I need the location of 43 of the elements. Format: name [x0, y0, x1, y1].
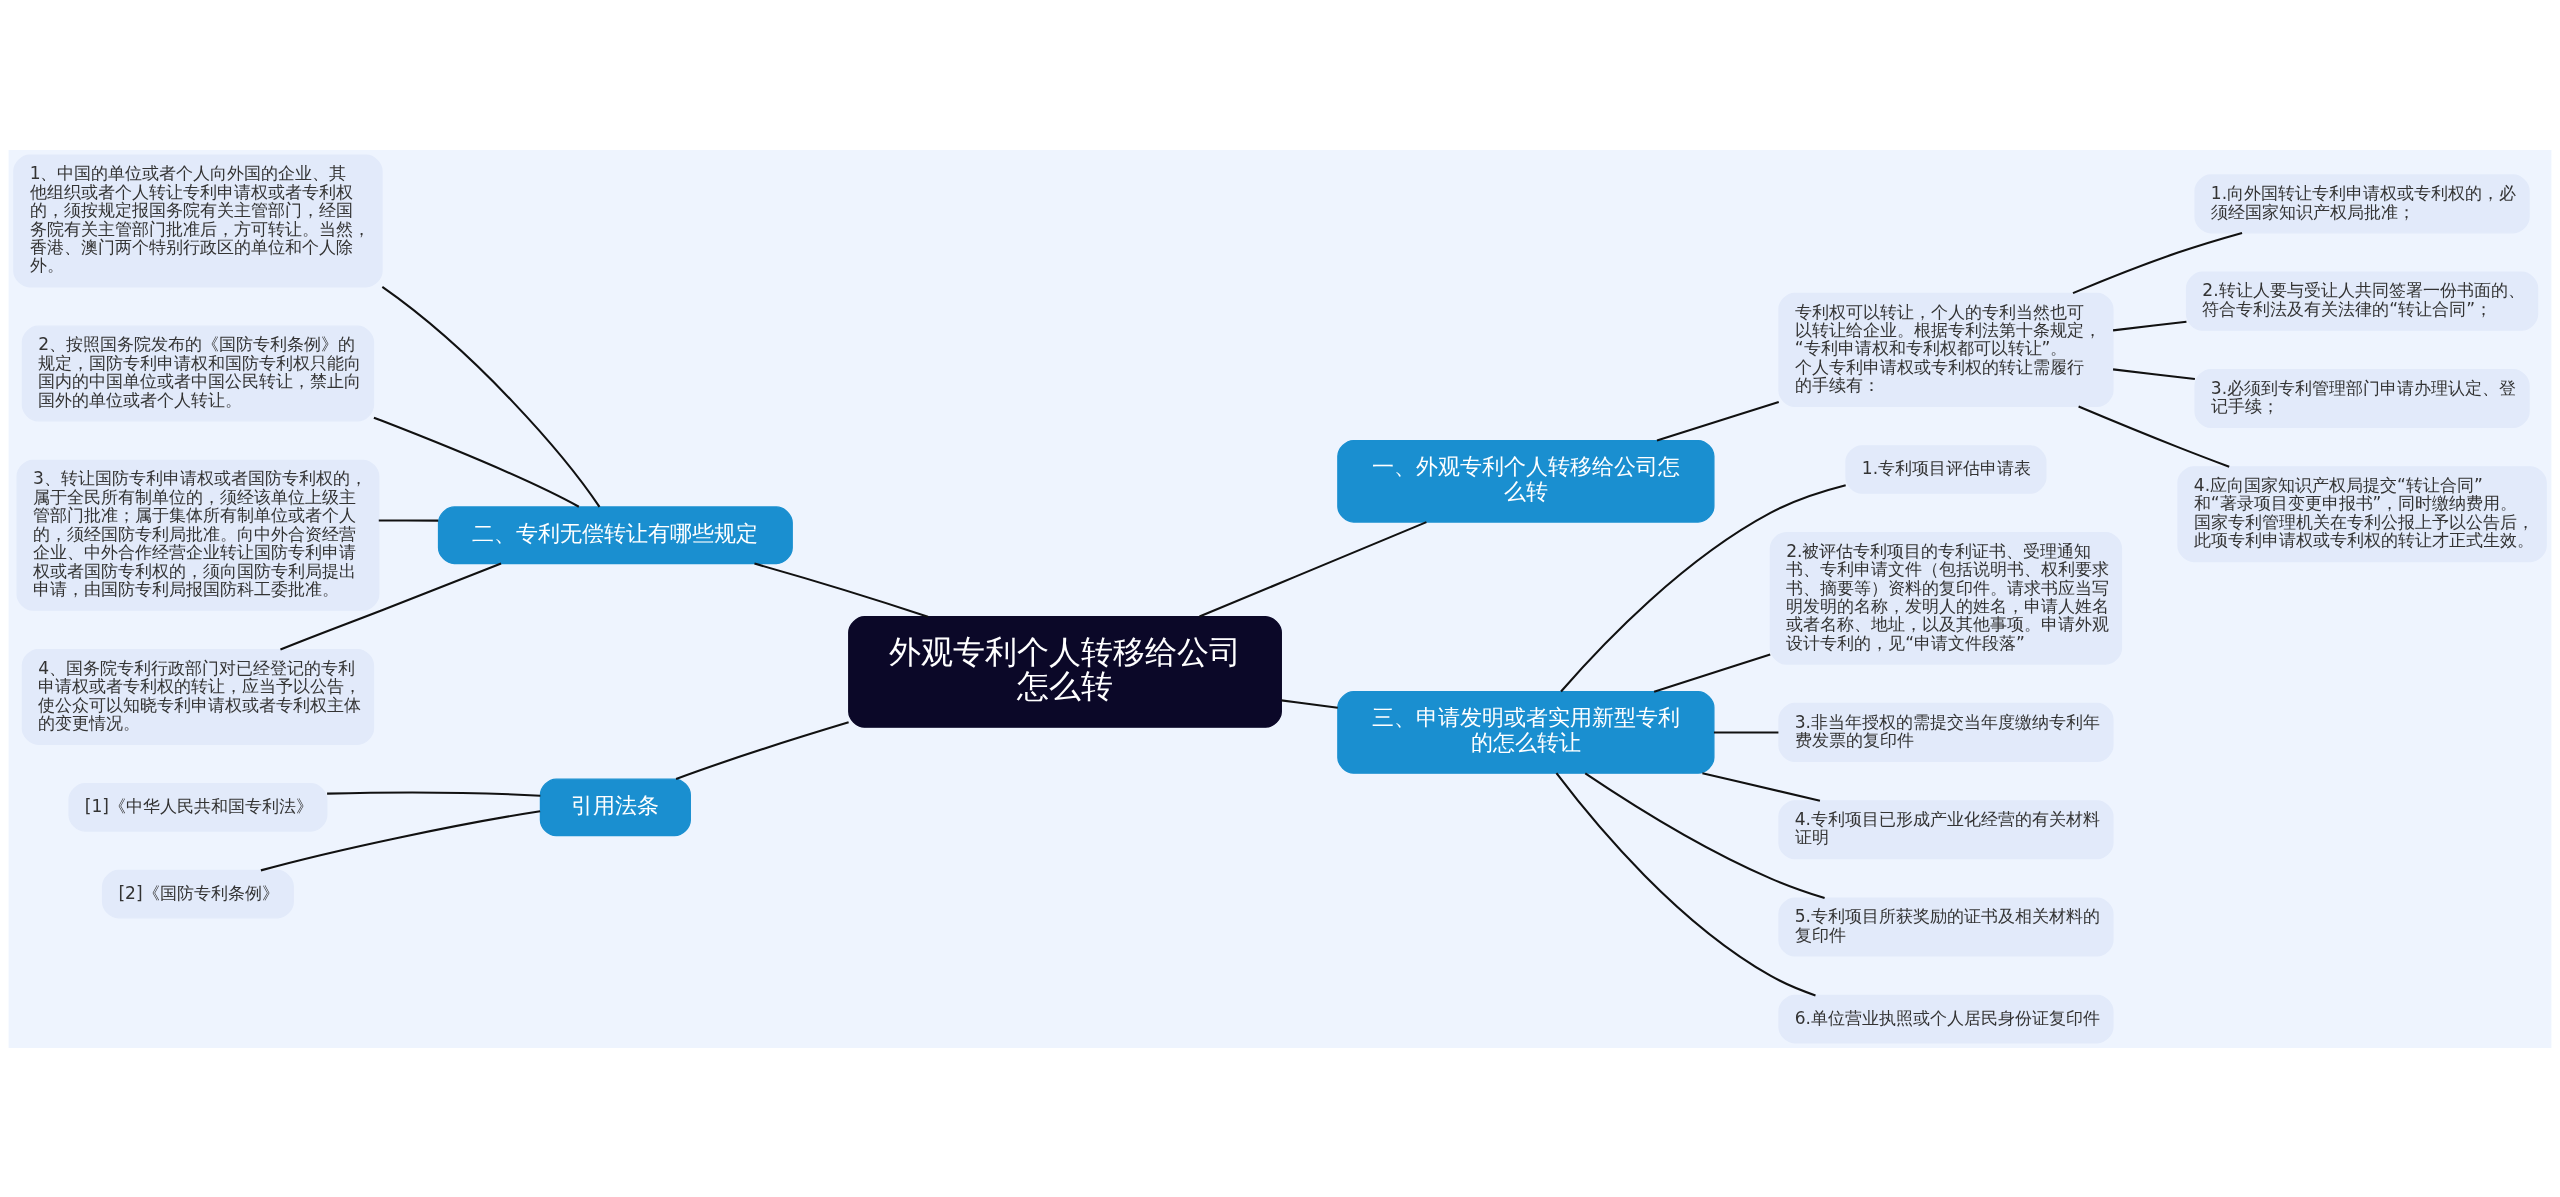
- node-box: 1、中国的单位或者个人向外国的企业、其他组织或者个人转让专利申请权或者专利权的，须按规定报国务院有关主管部门，经国务院有关主管部门批准后，方可转让。当然，香港、澳门两个特别行政区的单位和个人除外。: [13, 154, 383, 287]
- connector: [381, 285, 601, 508]
- connector: [1656, 400, 1780, 441]
- connector: [260, 809, 541, 871]
- node-box: 2、按照国务院发布的《国防专利条例》的规定，国防专利申请权和国防专利权只能向国内的中国单位或者中国公民转让，禁止向国外的单位或者个人转让。: [21, 325, 375, 421]
- node-box: 6.单位营业执照或个人居民身份证复印件: [1778, 994, 2114, 1043]
- connector: [1584, 772, 1825, 899]
- node-box: 二、专利无偿转让有哪些规定: [437, 505, 793, 564]
- node-box: 外观专利个人转移给公司怎么转: [848, 615, 1282, 728]
- connector: [280, 562, 502, 650]
- node-box: 一、外观专利个人转移给公司怎么转: [1337, 439, 1715, 523]
- connector: [1713, 730, 1779, 733]
- node-box: 3.必须到专利管理部门申请办理认定、登记手续；: [2194, 368, 2530, 428]
- node-box: 1.向外国转让专利申请权或专利权的，必须经国家知识产权局批准；: [2194, 173, 2530, 233]
- connector: [1560, 483, 1846, 692]
- connector: [378, 518, 439, 522]
- node-box: 三、申请发明或者实用新型专利的怎么转让: [1337, 690, 1715, 774]
- node-box: 5.专利项目所获奖励的证书及相关材料的复印件: [1778, 896, 2114, 957]
- connector: [327, 791, 541, 797]
- connector: [1702, 771, 1821, 802]
- connector: [373, 416, 580, 508]
- node-box: 3.非当年授权的需提交当年度缴纳专利年费发票的复印件: [1778, 702, 2114, 762]
- connector: [675, 720, 849, 780]
- node-box: [1]《中华人民共和国专利法》: [68, 782, 328, 832]
- node-box: 专利权可以转让，个人的专利当然也可以转让给企业。根据专利法第十条规定，“专利申请权和专利权都可以转让”。个人专利申请权或专利权的转让需履行的手续有：: [1778, 292, 2114, 407]
- node-box: 4.专利项目已形成产业化经营的有关材料证明: [1778, 799, 2114, 859]
- connector: [1281, 698, 1338, 709]
- node-box: 2.被评估专利项目的专利证书、受理通知书、专利申请文件（包括说明书、权利要求书、摘要等）资料的复印件。请求书应当写明发明的名称，发明人的姓名，申请人姓名或者名称、地址，以及其他事项。申请外观设计专利的，见“申请文件段落”: [1769, 531, 2123, 665]
- node-box: [2]《国防专利条例》: [101, 869, 294, 918]
- connector: [2112, 320, 2187, 331]
- connector: [1653, 652, 1771, 693]
- connector: [2078, 405, 2230, 468]
- connector: [1555, 772, 1816, 996]
- node-box: 3、转让国防专利申请权或者国防专利权的，属于全民所有制单位的，须经该单位上级主管部门批准；属于集体所有制单位或者个人的，须经国防专利局批准。向中外合资经营企业、中外合作经营企业转让国防专利申请权或者国防专利权的，须向国防专利局提出申请，由国防专利局报国防科工委批准。: [16, 459, 380, 611]
- node-box: 2.转让人要与受让人共同签署一份书面的、符合专利法及有关法律的“转让合同”；: [2185, 271, 2539, 331]
- node-box: 引用法条: [539, 777, 691, 836]
- connector: [754, 562, 929, 618]
- node-box: 4.应向国家知识产权局提交“转让合同”和“著录项目变更申报书”，同时缴纳费用。国家专利管理机关在专利公报上予以公告后，此项专利申请权或专利权的转让才正式生效。: [2177, 465, 2547, 562]
- node-box: 4、国务院专利行政部门对已经登记的专利申请权或者专利权的转让，应当予以公告，使公众可以知晓专利申请权或者专利权主体的变更情况。: [21, 648, 375, 745]
- connector: [2112, 367, 2196, 380]
- node-box: 1.专利项目评估申请表: [1845, 444, 2047, 494]
- connector: [2072, 231, 2243, 294]
- connector: [1199, 520, 1427, 618]
